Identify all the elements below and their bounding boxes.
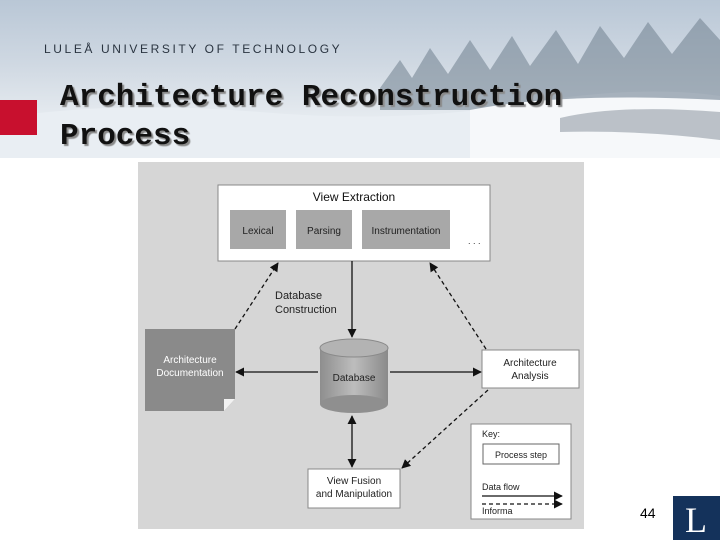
parsing-step <box>296 210 352 249</box>
header-banner: LULEÅ UNIVERSITY OF TECHNOLOGY <box>0 0 720 158</box>
view-fusion-box <box>307 468 401 509</box>
key-title: Key: <box>482 429 500 439</box>
winter-landscape-image <box>0 18 720 158</box>
slide-title-line2: Process <box>60 119 191 154</box>
key-process-step-label: Process step <box>495 450 547 460</box>
key-process-step-sample <box>482 443 560 465</box>
slide-title-line1: Architecture Reconstruction <box>60 80 563 115</box>
view-fusion-label-2: and Manipulation <box>316 489 392 500</box>
database-construction-label-2: Construction <box>275 304 337 316</box>
view-fusion-label-1: View Fusion <box>327 476 381 487</box>
database-cylinder-top <box>319 338 389 358</box>
slide-title: Architecture Reconstruction Process <box>60 78 562 156</box>
instrumentation-label: Instrumentation <box>372 226 441 237</box>
key-data-flow-label: Data flow <box>482 482 520 492</box>
analysis-to-fusion-arrow <box>401 389 489 469</box>
parsing-label: Parsing <box>307 226 341 237</box>
university-name: LULEÅ UNIVERSITY OF TECHNOLOGY <box>44 42 343 56</box>
university-logo: L <box>673 496 720 540</box>
architecture-reconstruction-diagram: View Extraction Lexical Parsing Instrume… <box>138 162 584 529</box>
database-cylinder-bottom <box>320 395 388 413</box>
architecture-documentation-shape <box>145 329 235 411</box>
database-construction-label-1: Database <box>275 290 322 302</box>
lexical-step <box>230 210 286 249</box>
document-fold <box>224 399 235 411</box>
analysis-to-extraction-arrow <box>429 262 487 350</box>
logo-letter-icon: L <box>685 500 707 540</box>
database-label: Database <box>333 373 376 384</box>
architecture-analysis-box <box>481 349 580 389</box>
architecture-analysis-label-1: Architecture <box>503 358 557 369</box>
red-accent-square <box>0 100 37 135</box>
diagram-canvas: View Extraction Lexical Parsing Instrume… <box>145 184 580 520</box>
documentation-to-extraction-arrow <box>234 262 279 330</box>
svg-text:L: L <box>685 500 707 540</box>
architecture-documentation-label-2: Documentation <box>156 368 223 379</box>
key-information-label: Informa <box>482 506 513 516</box>
view-extraction-label: View Extraction <box>313 190 395 204</box>
page-number: 44 <box>640 505 656 521</box>
instrumentation-step <box>362 210 450 249</box>
more-steps-ellipsis: . . . <box>468 236 481 246</box>
lexical-label: Lexical <box>242 226 273 237</box>
architecture-documentation-label-1: Architecture <box>163 355 217 366</box>
architecture-analysis-label-2: Analysis <box>511 371 548 382</box>
